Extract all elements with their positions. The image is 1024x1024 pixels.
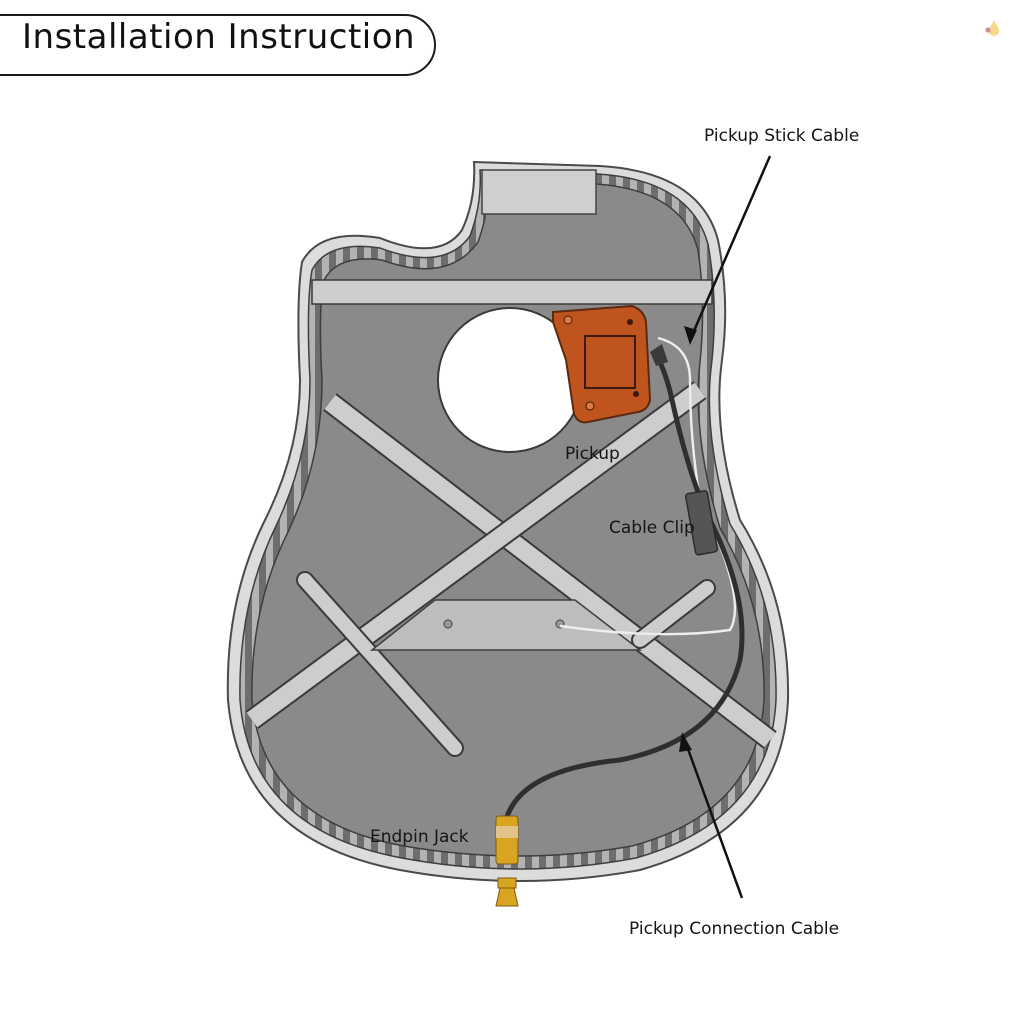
upper-transverse-brace: [311, 279, 713, 305]
label-cable-clip: Cable Clip: [609, 518, 695, 538]
leader-arrows: [679, 155, 772, 899]
page-title: Installation Instruction: [22, 17, 416, 57]
endpin-jack: [495, 815, 519, 907]
label-pickup-connection-cable: Pickup Connection Cable: [629, 919, 840, 939]
label-pickup: Pickup: [565, 444, 620, 464]
pickup-unit: [552, 304, 668, 424]
bridge-plate: [369, 599, 643, 651]
title-banner: [0, 14, 436, 76]
label-pickup-stick-cable: Pickup Stick Cable: [704, 126, 860, 146]
droplet-logo-icon: [985, 20, 999, 36]
pickup-connection-cable: [503, 360, 745, 821]
cable-clip: [685, 490, 718, 556]
label-endpin-jack: Endpin Jack: [370, 827, 469, 847]
neck-block: [481, 169, 597, 215]
